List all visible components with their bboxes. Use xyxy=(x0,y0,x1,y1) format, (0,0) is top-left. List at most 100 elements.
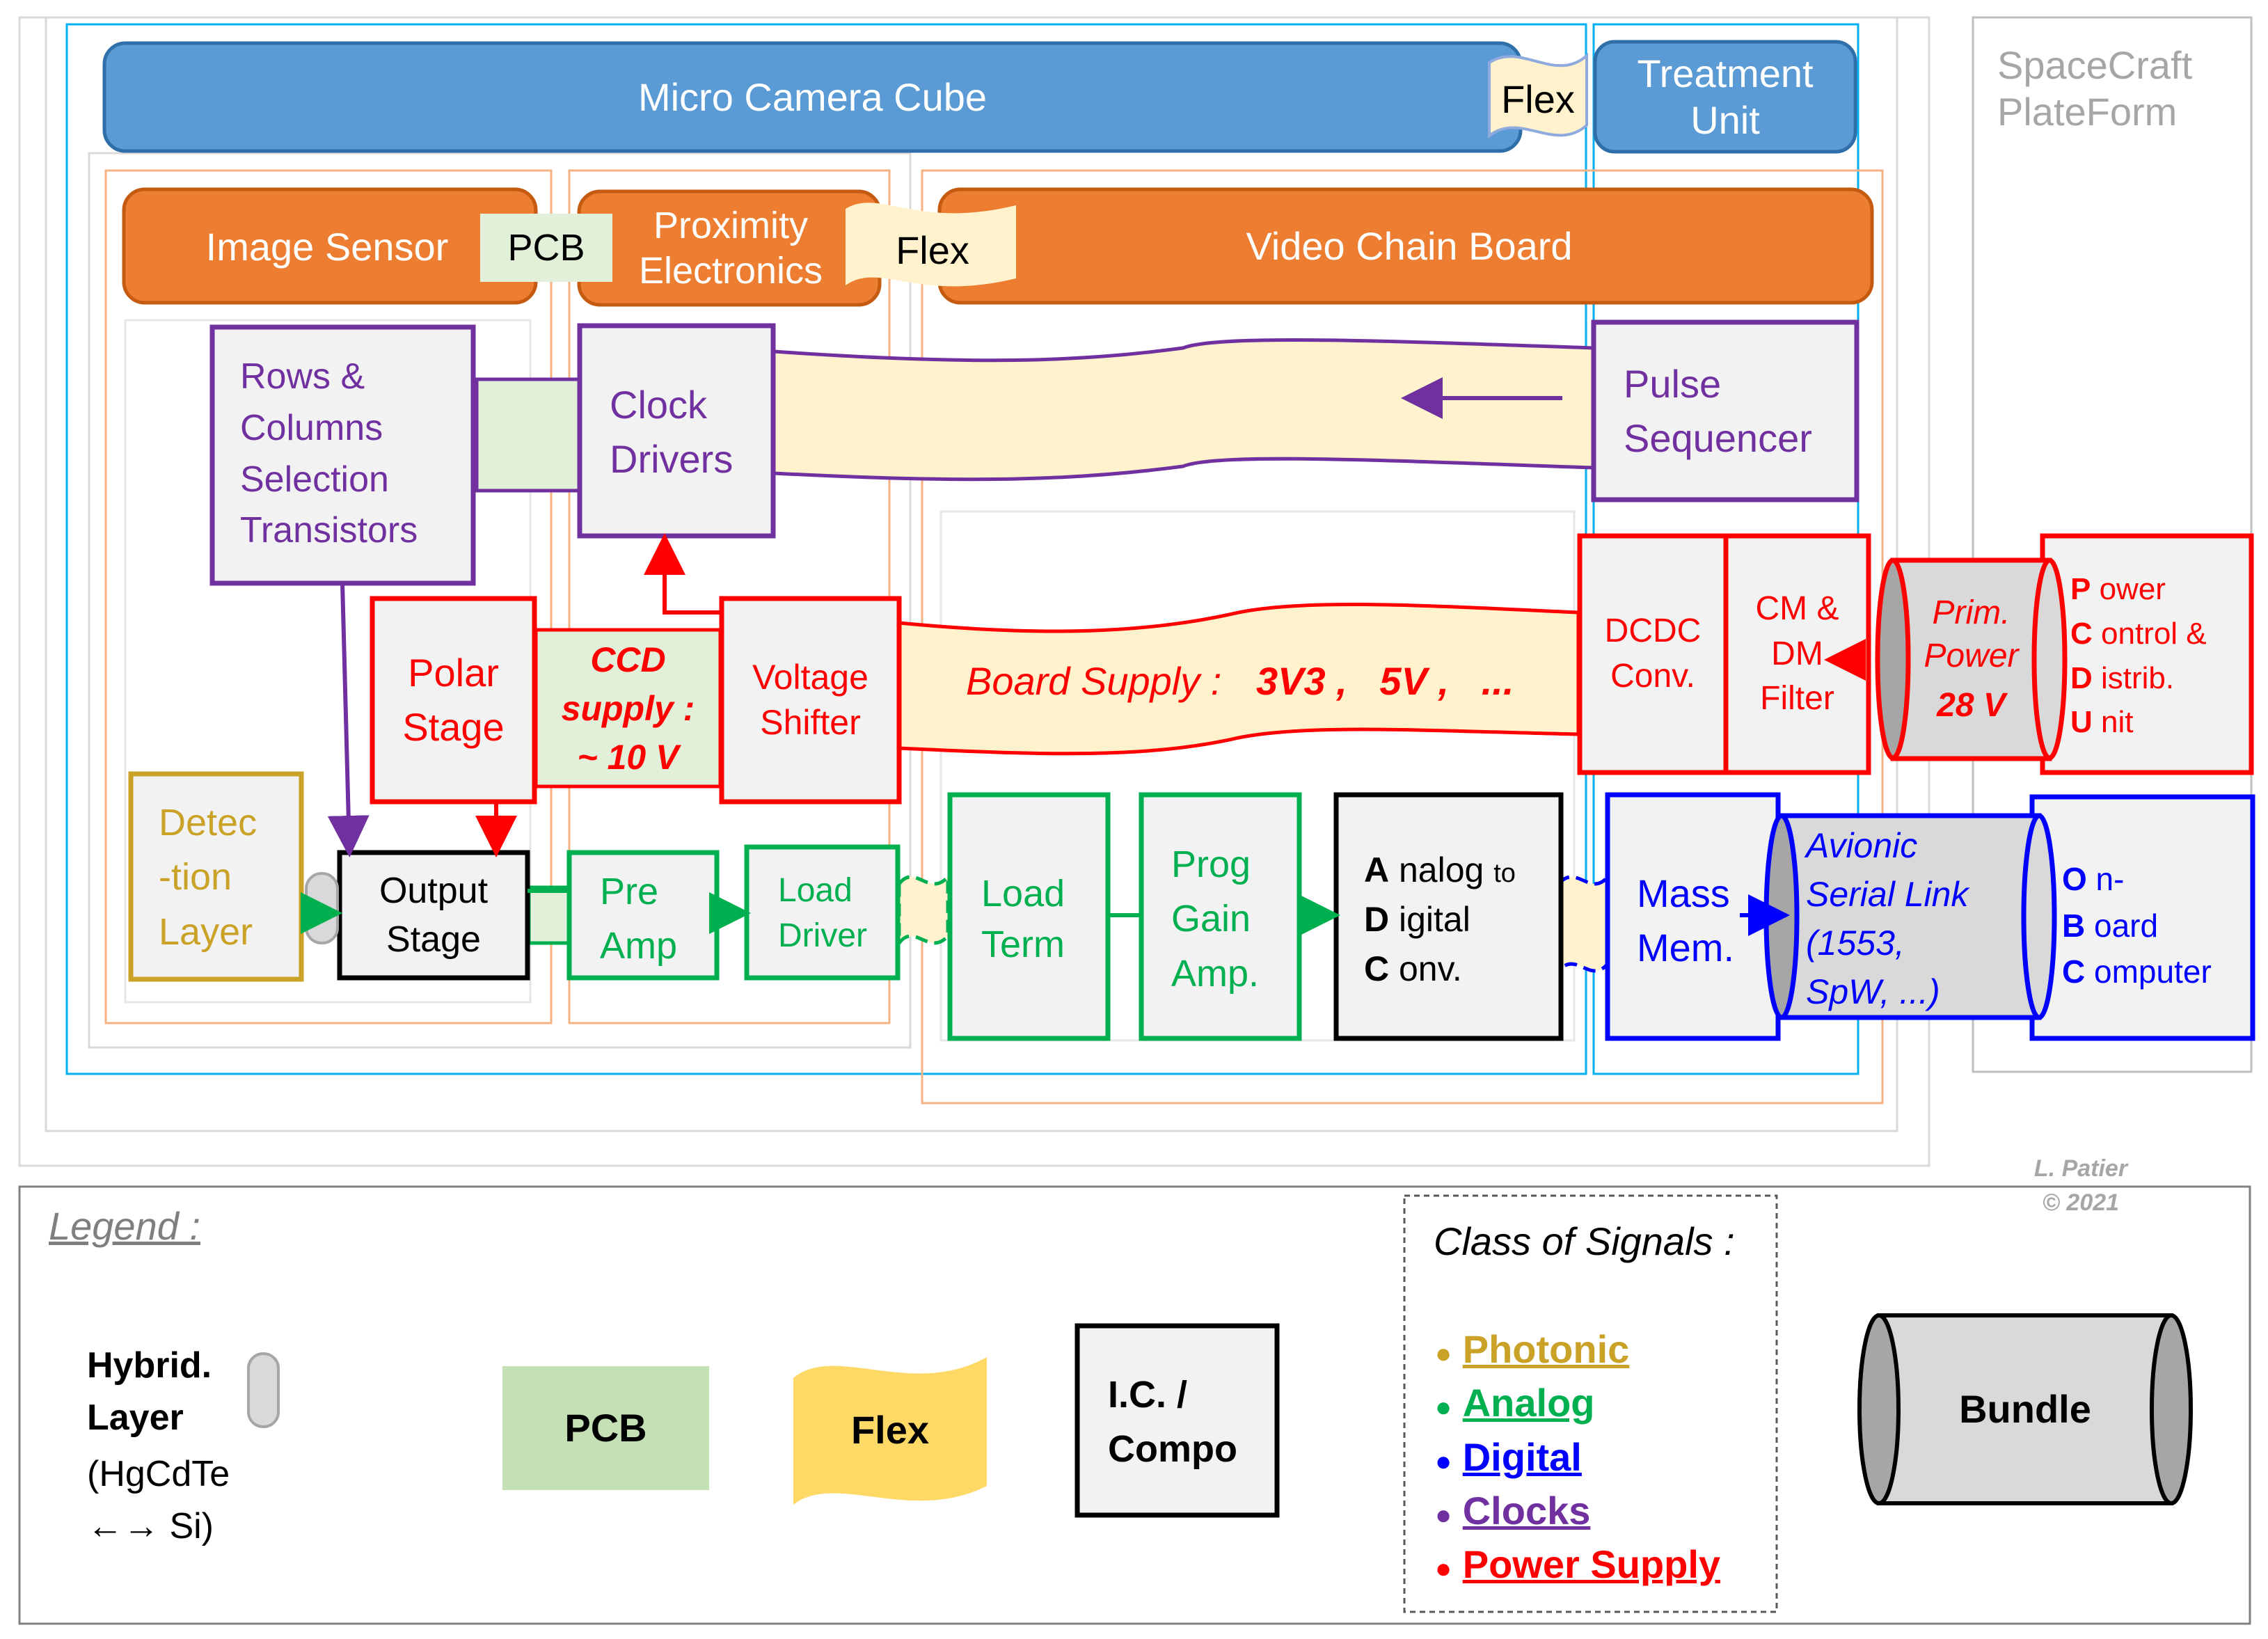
obc-line: C omputer xyxy=(2062,949,2250,995)
signal-item-digital: ● Digital xyxy=(1435,1430,1769,1484)
legend-hybrid-sub: (HgCdTe ←→ Si) xyxy=(87,1454,230,1547)
legend-frame xyxy=(18,1185,2251,1625)
clock-drivers-label: Clock Drivers xyxy=(610,383,733,482)
adc-mem-flex xyxy=(1557,872,1610,976)
pcdu-initial: U xyxy=(2070,705,2093,740)
pga-box xyxy=(1139,792,1302,1041)
signal-name: Digital xyxy=(1462,1434,1582,1479)
treatment-unit-bar xyxy=(1593,40,1857,154)
adc-line: A nalog to xyxy=(1364,846,1559,895)
legend-signals-title: Class of Signals : xyxy=(1434,1219,1735,1263)
adc-box xyxy=(1333,792,1564,1041)
ccd-supply-label: CCD supply : ~ 10 V xyxy=(561,640,695,777)
mass-mem-label: Mass Mem. xyxy=(1637,871,1734,970)
legend-signal-list: ● Photonic ● Analog ● Digital ● Clocks ●… xyxy=(1435,1322,1769,1591)
legend-pcb-label: PCB xyxy=(564,1406,647,1450)
flex-top-shape xyxy=(1488,52,1588,139)
clock-bundle xyxy=(772,338,1596,482)
signal-name: Photonic xyxy=(1462,1327,1630,1371)
bullet-icon: ● xyxy=(1435,1446,1452,1477)
rows-output-wire xyxy=(327,583,370,857)
output-preamp-link xyxy=(527,885,573,945)
legend-hybrid-title: Hybrid. Layer xyxy=(87,1345,212,1439)
legend-bump xyxy=(247,1352,280,1428)
signal-item-power: ● Power Supply xyxy=(1435,1537,1769,1591)
prim-power-label: Prim. Power xyxy=(1924,594,2019,675)
obc-label: O n- B oard C omputer xyxy=(2062,856,2250,995)
pcdu-rest: ower xyxy=(2091,572,2166,606)
clock-drivers-box xyxy=(577,323,776,539)
pre-amp-label: Pre Amp xyxy=(600,871,678,967)
pcdu-line: D istrib. xyxy=(2070,656,2251,701)
obc-rest: oard xyxy=(2085,907,2159,944)
legend-flex-label: Flex xyxy=(850,1408,930,1452)
pulse-sequencer-box xyxy=(1591,319,1859,502)
load-driver-label: Load Driver xyxy=(778,872,867,954)
pga-label: Prog Gain Amp. xyxy=(1171,844,1260,995)
adc-rest: onv. xyxy=(1389,949,1462,988)
adc-initial: C xyxy=(1364,949,1390,988)
pcdu-box xyxy=(2040,533,2254,775)
pcdu-rest: istrib. xyxy=(2092,660,2175,695)
adc-initial: A xyxy=(1364,850,1390,889)
driver-term-flex xyxy=(897,872,950,949)
legend-graphics xyxy=(18,1185,2251,1625)
obc-line: B oard xyxy=(2062,903,2250,949)
flex-top-label: Flex xyxy=(1501,77,1575,121)
polar-stage-box xyxy=(370,596,537,805)
cylinders xyxy=(305,557,2068,1020)
rows-columns-label: Rows & Columns Selection Transistors xyxy=(240,356,418,551)
load-term-label: Load Term xyxy=(981,873,1065,965)
signal-item-analog: ● Analog xyxy=(1435,1376,1769,1430)
rows-clock-pcb-link xyxy=(475,377,583,493)
dcdc-box xyxy=(1577,533,1729,775)
voltage-shifter-label: Voltage Shifter xyxy=(752,658,869,742)
signal-name: Analog xyxy=(1462,1381,1595,1425)
signal-name: Power Supply xyxy=(1462,1542,1721,1587)
output-stage-box xyxy=(337,850,530,981)
legend-bundle xyxy=(1857,1313,2193,1505)
pcdu-initial: C xyxy=(2070,616,2093,651)
pcdu-line: P ower xyxy=(2070,567,2251,612)
pcb-mid-label: PCB xyxy=(507,226,585,269)
video-chain-label: Video Chain Board xyxy=(1246,223,1573,268)
obc-rest: n- xyxy=(2086,861,2125,897)
sensor-frame xyxy=(88,152,912,1049)
voltage-shifter-box xyxy=(719,596,902,805)
load-term-box xyxy=(947,792,1111,1041)
adc-initial: D xyxy=(1364,900,1390,939)
signal-item-photonic: ● Photonic xyxy=(1435,1322,1769,1376)
top-bars xyxy=(102,40,1874,307)
signal-item-clocks: ● Clocks xyxy=(1435,1484,1769,1537)
obc-rest: omputer xyxy=(2085,953,2212,990)
blocks xyxy=(128,319,2255,1041)
image-sensor-label: Image Sensor xyxy=(205,225,449,269)
prim-power-cylinder xyxy=(1875,557,2068,761)
pcdu-line: U nit xyxy=(2070,700,2251,745)
pcdu-label: P ower C ontrol & D istrib. U nit xyxy=(2070,567,2251,745)
obc-line: O n- xyxy=(2062,856,2250,903)
image-sensor-frame xyxy=(104,169,553,1024)
bullet-icon: ● xyxy=(1435,1499,1452,1530)
pre-amp-box xyxy=(566,850,720,981)
cmdm-label: CM & DM Filter xyxy=(1755,589,1839,718)
adc-small: to xyxy=(1493,859,1516,888)
pulse-sequencer-label: Pulse Sequencer xyxy=(1624,362,1812,461)
pcb-mid-shape xyxy=(480,214,612,282)
pcdu-line: C ontrol & xyxy=(2070,612,2251,656)
signal-name: Clocks xyxy=(1462,1488,1591,1533)
legend-ic-swatch xyxy=(1074,1323,1280,1518)
legend-flex-swatch xyxy=(793,1357,987,1505)
avionic-link-label: Avionic Serial Link (1553, SpW, ...) xyxy=(1806,826,1969,1011)
board-supply-label: Board Supply : xyxy=(966,659,1222,703)
bullet-icon: ● xyxy=(1435,1392,1452,1423)
obc-initial: O xyxy=(2062,861,2087,897)
adc-rest: nalog xyxy=(1389,850,1494,889)
credit-label: L. Patier © 2021 xyxy=(2033,1155,2128,1217)
dcdc-label: DCDC Conv. xyxy=(1604,612,1702,695)
detection-layer-box xyxy=(128,771,304,982)
obc-initial: B xyxy=(2062,907,2086,944)
micro-camera-cube-label: Micro Camera Cube xyxy=(637,74,988,119)
legend-ic-label: I.C. / Compo xyxy=(1108,1374,1237,1471)
